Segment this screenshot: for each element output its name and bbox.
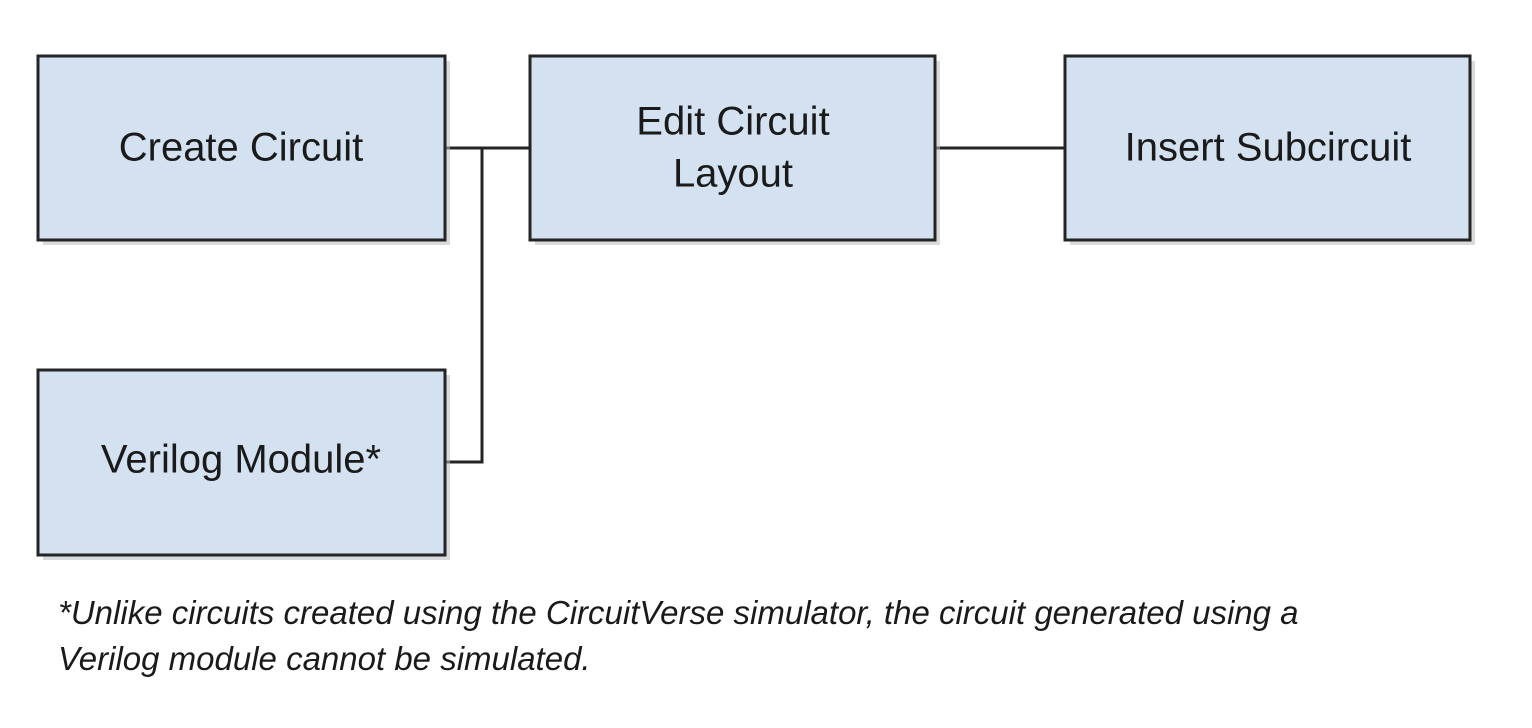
node-verilog-module[interactable]: Verilog Module* <box>36 368 450 560</box>
node-insert-subcircuit-box[interactable] <box>1063 54 1472 242</box>
node-create-circuit-label: Create Circuit <box>119 126 364 170</box>
footnote-line-2: Verilog module cannot be simulated. <box>58 640 591 677</box>
node-create-circuit-box[interactable] <box>36 54 447 242</box>
node-edit-circuit-layout-box[interactable] <box>528 54 937 242</box>
node-verilog-module-box[interactable] <box>36 368 447 557</box>
node-insert-subcircuit-label: Insert Subcircuit <box>1125 126 1412 170</box>
node-insert-subcircuit[interactable]: Insert Subcircuit <box>1063 54 1475 245</box>
node-verilog-module-label: Verilog Module* <box>101 438 381 482</box>
node-edit-circuit-layout-label-line1: Edit Circuit <box>636 100 829 144</box>
connector-group <box>445 146 1065 464</box>
footnote: *Unlike circuits created using the Circu… <box>58 594 1299 677</box>
connector-verilog-to-edit <box>445 148 484 464</box>
node-create-circuit[interactable]: Create Circuit <box>36 54 450 245</box>
node-edit-circuit-layout[interactable]: Edit Circuit Layout <box>528 54 940 245</box>
node-edit-circuit-layout-label-line2: Layout <box>673 152 793 196</box>
footnote-line-1: *Unlike circuits created using the Circu… <box>58 594 1299 631</box>
